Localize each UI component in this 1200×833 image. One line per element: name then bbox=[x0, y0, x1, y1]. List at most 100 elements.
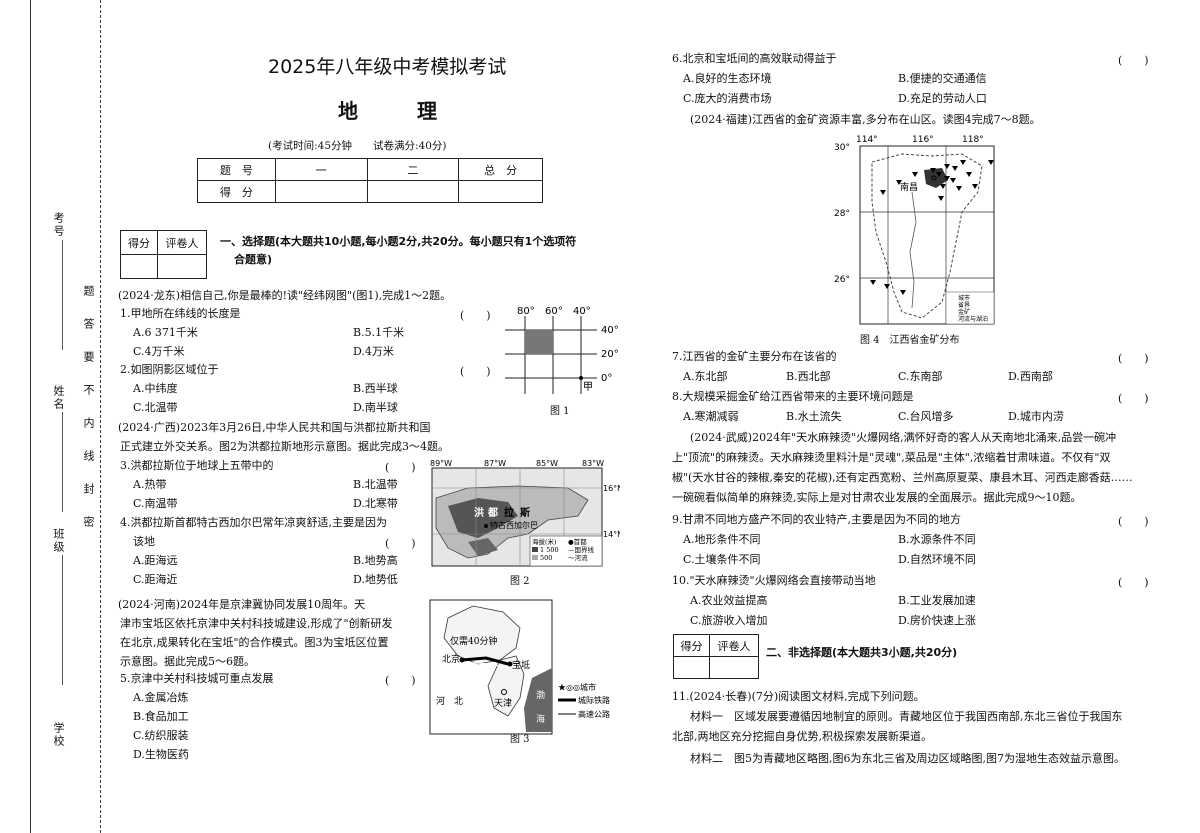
q9-option-b[interactable]: B.水源条件不同 bbox=[898, 533, 976, 546]
fig4-gold-mine-marker bbox=[896, 180, 902, 185]
section1-heading: 一、选择题(本大题共10小题,每小题2分,共20分。每小题只有1个选项符 bbox=[220, 235, 577, 248]
q8-option-b[interactable]: B.水土流失 bbox=[786, 410, 842, 423]
score-table-row: 题 号 一 二 总 分 bbox=[197, 158, 543, 181]
fig4-gold-mine-marker bbox=[940, 184, 946, 189]
q1-option-b[interactable]: B.5.1千米 bbox=[353, 326, 405, 339]
fig3-legend-item: ★◎◎城市 bbox=[558, 682, 596, 692]
q10-option-d[interactable]: D.房价快速上涨 bbox=[898, 614, 976, 627]
grader-score-input[interactable] bbox=[120, 254, 158, 279]
q9-option-c[interactable]: C.土壤条件不同 bbox=[683, 553, 761, 566]
intro-9-10-line3: 椒"(天水甘谷的辣椒,秦安的花椒),还有定西宽粉、兰州高原夏菜、康县木耳、河西走… bbox=[672, 471, 1133, 484]
fig1-lon-label: 80° bbox=[517, 306, 535, 317]
fig1-point-jia bbox=[579, 376, 583, 380]
name-label: 姓名 bbox=[52, 385, 65, 411]
q4-option-d[interactable]: D.地势低 bbox=[353, 573, 398, 586]
score-input-cell[interactable] bbox=[274, 180, 368, 203]
fig2-legend-item: —国界线 bbox=[568, 545, 595, 554]
subject-title: 地 理 bbox=[338, 99, 463, 123]
intro-5-6-line1: (2024·河南)2024年是京津冀协同发展10周年。天 bbox=[118, 598, 366, 611]
grader-person-input[interactable] bbox=[709, 656, 759, 679]
q8-option-a[interactable]: A.寒潮减弱 bbox=[683, 410, 739, 423]
q7-option-d[interactable]: D.西南部 bbox=[1008, 370, 1053, 383]
fig2-legend-item: 〜河流 bbox=[568, 553, 588, 562]
q8-answer-paren[interactable]: ( ) bbox=[1118, 392, 1149, 405]
q2-option-c[interactable]: C.北温带 bbox=[133, 401, 178, 414]
score-input-cell[interactable] bbox=[366, 180, 460, 203]
q8-option-d[interactable]: D.城市内涝 bbox=[1008, 410, 1064, 423]
q4-option-b[interactable]: B.地势高 bbox=[353, 554, 398, 567]
fig4-gold-mine-marker bbox=[938, 196, 944, 201]
q5-answer-paren[interactable]: ( ) bbox=[385, 674, 416, 687]
q4-option-c[interactable]: C.距海近 bbox=[133, 573, 178, 586]
q3-option-c[interactable]: C.南温带 bbox=[133, 497, 178, 510]
q3-answer-paren[interactable]: ( ) bbox=[385, 461, 416, 474]
fig4-gold-mine-marker bbox=[884, 284, 890, 289]
fig4-province-border bbox=[871, 153, 983, 319]
fig2-highland bbox=[468, 538, 498, 556]
q2-option-d[interactable]: D.南半球 bbox=[353, 401, 398, 414]
q6-option-c[interactable]: C.庞大的消费市场 bbox=[683, 92, 772, 105]
fig3-beijing-region bbox=[443, 605, 521, 665]
q3-option-d[interactable]: D.北寒带 bbox=[353, 497, 398, 510]
q10-option-a[interactable]: A.农业效益提高 bbox=[690, 594, 768, 607]
q7-option-a[interactable]: A.东北部 bbox=[683, 370, 728, 383]
fig3-label: 渤 bbox=[536, 689, 545, 701]
fig2-legend-item: 海拔(米) bbox=[532, 537, 557, 546]
fig3-tianjin-region bbox=[487, 655, 525, 717]
fig4-lon-label: 116° bbox=[912, 135, 934, 145]
q1-answer-paren[interactable]: ( ) bbox=[460, 309, 491, 322]
fig3-legend-item: 高速公路 bbox=[578, 709, 610, 719]
q5-option-b[interactable]: B.食品加工 bbox=[133, 710, 189, 723]
q1-option-c[interactable]: C.4万千米 bbox=[133, 345, 185, 358]
fig2-capital-dot bbox=[484, 524, 488, 528]
q7-answer-paren[interactable]: ( ) bbox=[1118, 352, 1149, 365]
section2-grader-box: 得分评卷人 bbox=[673, 634, 759, 679]
exam-info: (考试时间:45分钟 试卷满分:40分) bbox=[268, 140, 447, 152]
exam-no-line bbox=[62, 240, 63, 350]
q6-option-d[interactable]: D.充足的劳动人口 bbox=[898, 92, 987, 105]
q6-answer-paren[interactable]: ( ) bbox=[1118, 54, 1149, 67]
fig3-label: 海 bbox=[536, 713, 545, 725]
q6-option-a[interactable]: A.良好的生态环境 bbox=[683, 72, 772, 85]
fig4-city-label: 南昌 bbox=[900, 181, 918, 193]
q7-option-b[interactable]: B.西北部 bbox=[786, 370, 831, 383]
q1-option-d[interactable]: D.4万米 bbox=[353, 345, 394, 358]
q3-option-b[interactable]: B.北温带 bbox=[353, 478, 398, 491]
q10-answer-paren[interactable]: ( ) bbox=[1118, 576, 1149, 589]
q8-option-c[interactable]: C.台风增多 bbox=[898, 410, 954, 423]
score-input-cell[interactable] bbox=[458, 180, 543, 203]
fig4-gold-mine-marker bbox=[936, 172, 942, 177]
q2-stem: 2.如图阴影区域位于 bbox=[120, 363, 219, 376]
q11-material1-line1: 材料一 区域发展要遵循因地制宜的原则。青藏地区位于我国西南部,东北三省位于我国东 bbox=[690, 710, 1123, 723]
q10-option-b[interactable]: B.工业发展加速 bbox=[898, 594, 976, 607]
q2-option-b[interactable]: B.西半球 bbox=[353, 382, 398, 395]
q9-answer-paren[interactable]: ( ) bbox=[1118, 515, 1149, 528]
q2-answer-paren[interactable]: ( ) bbox=[460, 365, 491, 378]
q11-stem: 11.(2024·长春)(7分)阅读图文材料,完成下列问题。 bbox=[672, 690, 925, 703]
fig3-label: 宝坻 bbox=[512, 659, 530, 671]
q7-option-c[interactable]: C.东南部 bbox=[898, 370, 943, 383]
grader-person-input[interactable] bbox=[157, 254, 207, 279]
q9-option-a[interactable]: A.地形条件不同 bbox=[683, 533, 761, 546]
q1-option-a[interactable]: A.6 371千米 bbox=[133, 326, 198, 339]
fig4-gold-mine-marker bbox=[952, 166, 958, 171]
q5-option-d[interactable]: D.生物医药 bbox=[133, 748, 189, 761]
fig4-legend-item: 河流与湖泊 bbox=[958, 315, 988, 323]
q4-option-a[interactable]: A.距海远 bbox=[133, 554, 178, 567]
intro-9-10-line4: 一碗碗看似简单的麻辣烫,实际上是对甘肃农业发展的全面展示。据此完成9～10题。 bbox=[672, 491, 1082, 504]
fig2-lat-label: 16°N bbox=[603, 484, 620, 493]
q3-option-a[interactable]: A.热带 bbox=[133, 478, 167, 491]
q3-stem: 3.洪都拉斯位于地球上五带中的 bbox=[120, 459, 274, 472]
fig1-lat-label: 20° bbox=[601, 349, 619, 360]
q9-option-d[interactable]: D.自然环境不同 bbox=[898, 553, 976, 566]
q5-option-c[interactable]: C.纺织服装 bbox=[133, 729, 189, 742]
fig4-legend-item: 金矿 bbox=[958, 308, 970, 316]
fig4-river bbox=[909, 191, 917, 309]
q6-option-b[interactable]: B.便捷的交通通信 bbox=[898, 72, 987, 85]
grader-score-input[interactable] bbox=[673, 656, 710, 679]
q5-option-a[interactable]: A.金属冶炼 bbox=[133, 691, 189, 704]
q10-option-c[interactable]: C.旅游收入增加 bbox=[690, 614, 768, 627]
fig2-legend-item: ●首都 bbox=[568, 537, 587, 546]
q4-answer-paren[interactable]: ( ) bbox=[385, 537, 416, 550]
q2-option-a[interactable]: A.中纬度 bbox=[133, 382, 178, 395]
